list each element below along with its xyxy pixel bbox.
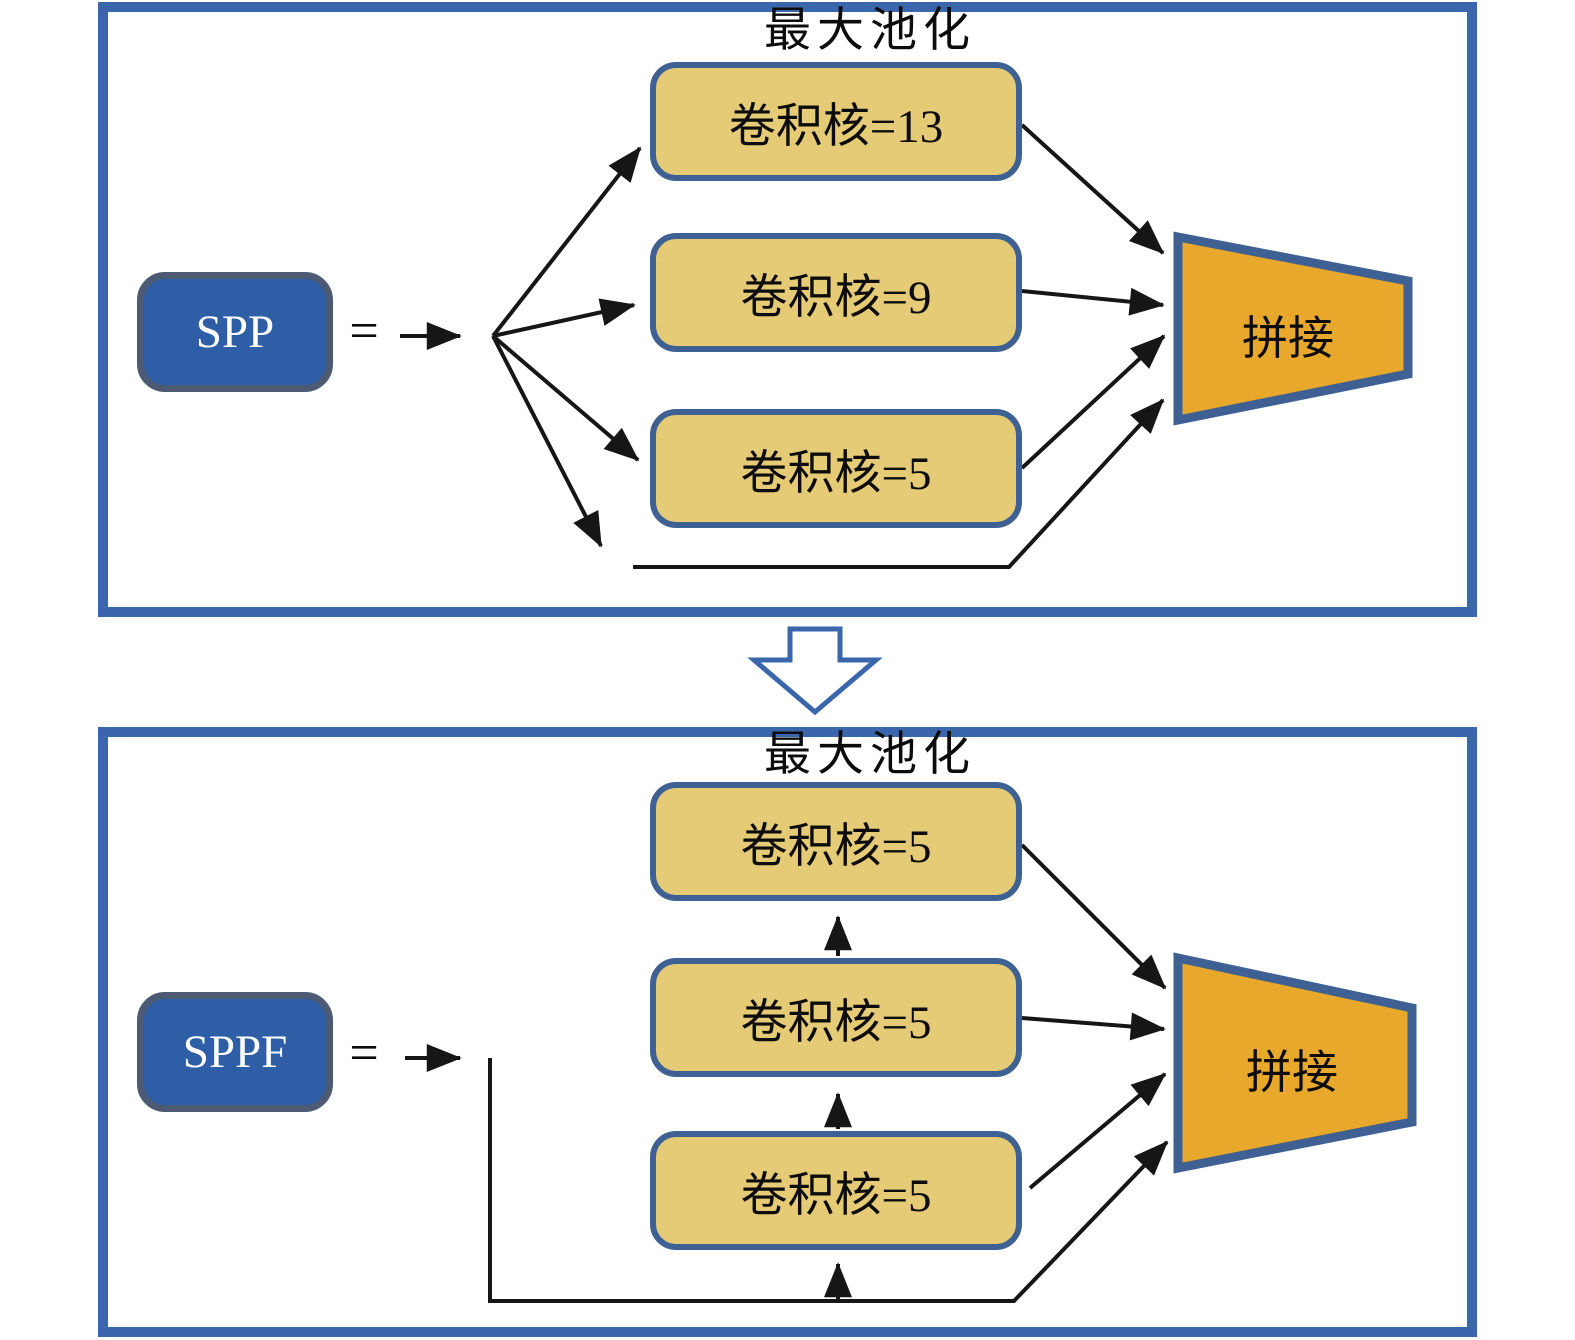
bottom-conv-k5-label-2: 卷积核=5 [740,997,932,1049]
bottom-maxpool-title: 最大池化 [764,729,976,781]
top-merge-label: 拼接 [1242,313,1334,364]
spp-node: SPP [137,272,333,392]
panel-transition-arrow-icon [747,626,883,716]
bottom-conv-k5-label-3: 卷积核=5 [740,1170,932,1222]
bottom-k5b-to-merge [1021,1012,1166,1041]
bottom-conv-k5-node-2: 卷积核=5 [650,958,1022,1077]
bottom-equals-sign: = [349,1025,379,1082]
bottom-k5c-to-merge [1028,1072,1167,1190]
top-fan-to-k13 [491,146,642,338]
top-conv-k5-label: 卷积核=5 [740,448,932,500]
bottom-conv-k5-node-3: 卷积核=5 [650,1131,1022,1250]
top-conv-k13-node: 卷积核=13 [650,62,1022,181]
top-fan-to-k5 [491,334,640,462]
bottom-merge-label: 拼接 [1246,1047,1338,1098]
top-conv-k9-node: 卷积核=9 [650,233,1022,352]
sppf-node: SPPF [137,992,333,1112]
top-maxpool-title: 最大池化 [764,5,976,57]
top-conv-k5-node: 卷积核=5 [650,409,1022,528]
spp-panel [98,2,1477,617]
top-fan-to-k9 [492,298,636,338]
spp-node-label: SPP [195,306,275,358]
top-merge-trapezoid [1173,231,1413,426]
top-k9-to-merge [1021,287,1165,316]
sppf-node-label: SPPF [182,1026,288,1078]
top-conv-k9-label: 卷积核=9 [740,272,932,324]
bottom-bypass-line [488,1058,1169,1303]
bottom-k5a-to-merge [1020,843,1167,990]
bottom-conv-k5-label-1: 卷积核=5 [740,821,932,873]
top-bypass-line [633,398,1165,569]
sppf-panel [98,727,1477,1337]
top-k5-to-merge [1020,334,1166,470]
bottom-merge-trapezoid [1173,952,1417,1174]
top-conv-k13-label: 卷积核=13 [728,101,944,153]
top-k13-to-merge [1020,123,1165,255]
top-equals-sign: = [349,303,379,360]
top-fan-to-bypass [491,335,603,548]
bottom-conv-k5-node-1: 卷积核=5 [650,782,1022,901]
